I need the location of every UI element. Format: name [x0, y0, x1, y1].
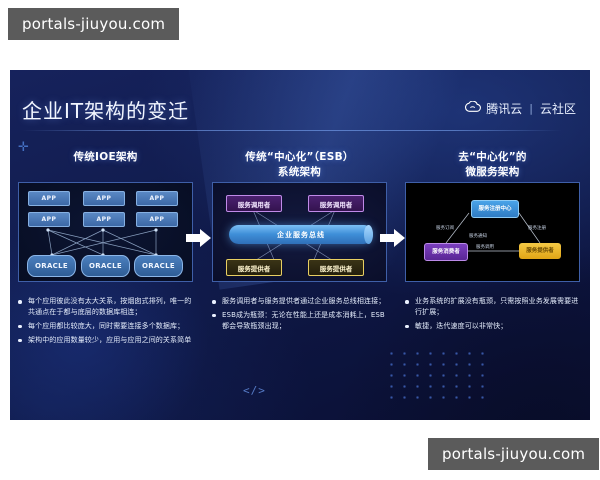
header-divider	[22, 130, 562, 131]
column-2-heading-line1: 传统“中心化”（ESB）	[245, 151, 354, 163]
column-microservice-architecture: 去“中心化”的 微服务架构 服务注册中心 服务消费者 服务提供者 服务订阅 服务…	[405, 150, 580, 282]
bullet-item: ESB成为瓶颈：无论在性能上还是成本消耗上，ESB都会导致瓶颈出现；	[212, 310, 390, 332]
watermark-top: portals-jiuyou.com	[8, 8, 180, 40]
app-node: APP	[28, 212, 70, 227]
bullet-item: 每个应用都比较庞大，同时需要连接多个数据库；	[18, 321, 196, 332]
database-node: ORACLE	[134, 255, 183, 277]
edge-label-register: 服务注册	[528, 226, 546, 231]
app-node: APP	[83, 191, 125, 206]
bullet-list-column-3: 业务系统的扩展没有瓶颈，只需按照业务发展需要进行扩展； 敏捷，迭代速度可以非常快…	[405, 296, 583, 335]
code-bracket-icon: </>	[243, 384, 266, 397]
watermark-bottom: portals-jiuyou.com	[428, 438, 600, 470]
transition-arrow-icon	[380, 228, 406, 248]
esb-service-caller: 服务调用者	[226, 195, 282, 212]
database-node: ORACLE	[27, 255, 76, 277]
column-2-heading-line2: 系统架构	[277, 166, 322, 179]
microservice-registry-node: 服务注册中心	[471, 200, 519, 218]
transition-arrow-icon	[186, 228, 212, 248]
esb-service-provider: 服务提供者	[308, 259, 364, 276]
bullet-item: 业务系统的扩展没有瓶颈，只需按照业务发展需要进行扩展；	[405, 296, 583, 318]
bullet-item: 服务调用者与服务提供者通过企业服务总线相连接；	[212, 296, 390, 307]
bullet-item: 架构中的应用数量较少，应用与应用之间的关系简单	[18, 335, 196, 346]
plus-decoration-icon: ✛	[18, 140, 29, 155]
brand-name: 腾讯云	[486, 102, 523, 116]
app-node: APP	[136, 212, 178, 227]
app-node: APP	[83, 212, 125, 227]
dot-grid-decoration	[385, 348, 490, 404]
bullet-item: 每个应用彼此没有太大关系，按烟囱式排列，唯一的共通点在于都与底层的数据库相连；	[18, 296, 196, 318]
app-node: APP	[28, 191, 70, 206]
app-node: APP	[136, 191, 178, 206]
diagram-microservice-architecture: 服务注册中心 服务消费者 服务提供者 服务订阅 服务通知 服务注册 服务调用	[405, 182, 580, 282]
brand-logo: 腾讯云 | 云社区	[464, 100, 576, 117]
diagram-ioe-architecture: APP APP APP APP APP APP ORACLE ORACLE OR…	[18, 182, 193, 282]
column-3-heading-line1: 去“中心化”的	[458, 151, 527, 163]
column-traditional-ioe: 传统IOE架构 APP APP A	[18, 150, 193, 282]
esb-service-provider: 服务提供者	[226, 259, 282, 276]
ioe-connection-lines	[46, 228, 158, 257]
microservice-connection-lines	[445, 212, 541, 252]
edge-label-notify: 服务通知	[469, 234, 487, 239]
esb-service-caller: 服务调用者	[308, 195, 364, 212]
column-1-heading: 传统IOE架构	[73, 151, 138, 163]
column-esb-architecture: 传统“中心化”（ESB） 系统架构 服务调用者 服务调用者 企业服务总线 服务提…	[212, 150, 387, 282]
database-node: ORACLE	[81, 255, 130, 277]
diagram-esb-architecture: 服务调用者 服务调用者 企业服务总线 服务提供者 服务提供者	[212, 182, 387, 282]
column-3-heading-line2: 微服务架构	[465, 166, 520, 179]
bullet-list-column-1: 每个应用彼此没有太大关系，按烟囱式排列，唯一的共通点在于都与底层的数据库相连； …	[18, 296, 196, 348]
microservice-consumer-node: 服务消费者	[424, 243, 468, 261]
column-3-heading: 去“中心化”的 微服务架构	[405, 150, 580, 180]
edge-label-call: 服务调用	[476, 245, 494, 250]
column-2-heading: 传统“中心化”（ESB） 系统架构	[212, 150, 387, 180]
page-title: 企业IT架构的变迁	[22, 99, 190, 123]
edge-label-subscribe: 服务订阅	[436, 226, 454, 231]
bullet-item: 敏捷，迭代速度可以非常快；	[405, 321, 583, 332]
bullet-list-column-2: 服务调用者与服务提供者通过企业服务总线相连接； ESB成为瓶颈：无论在性能上还是…	[212, 296, 390, 335]
brand-community: 云社区	[539, 102, 576, 116]
brand-divider: |	[529, 102, 533, 115]
esb-service-bus: 企业服务总线	[229, 225, 373, 244]
tencent-cloud-cloud-icon	[464, 100, 482, 116]
microservice-provider-node: 服务提供者	[519, 243, 561, 259]
